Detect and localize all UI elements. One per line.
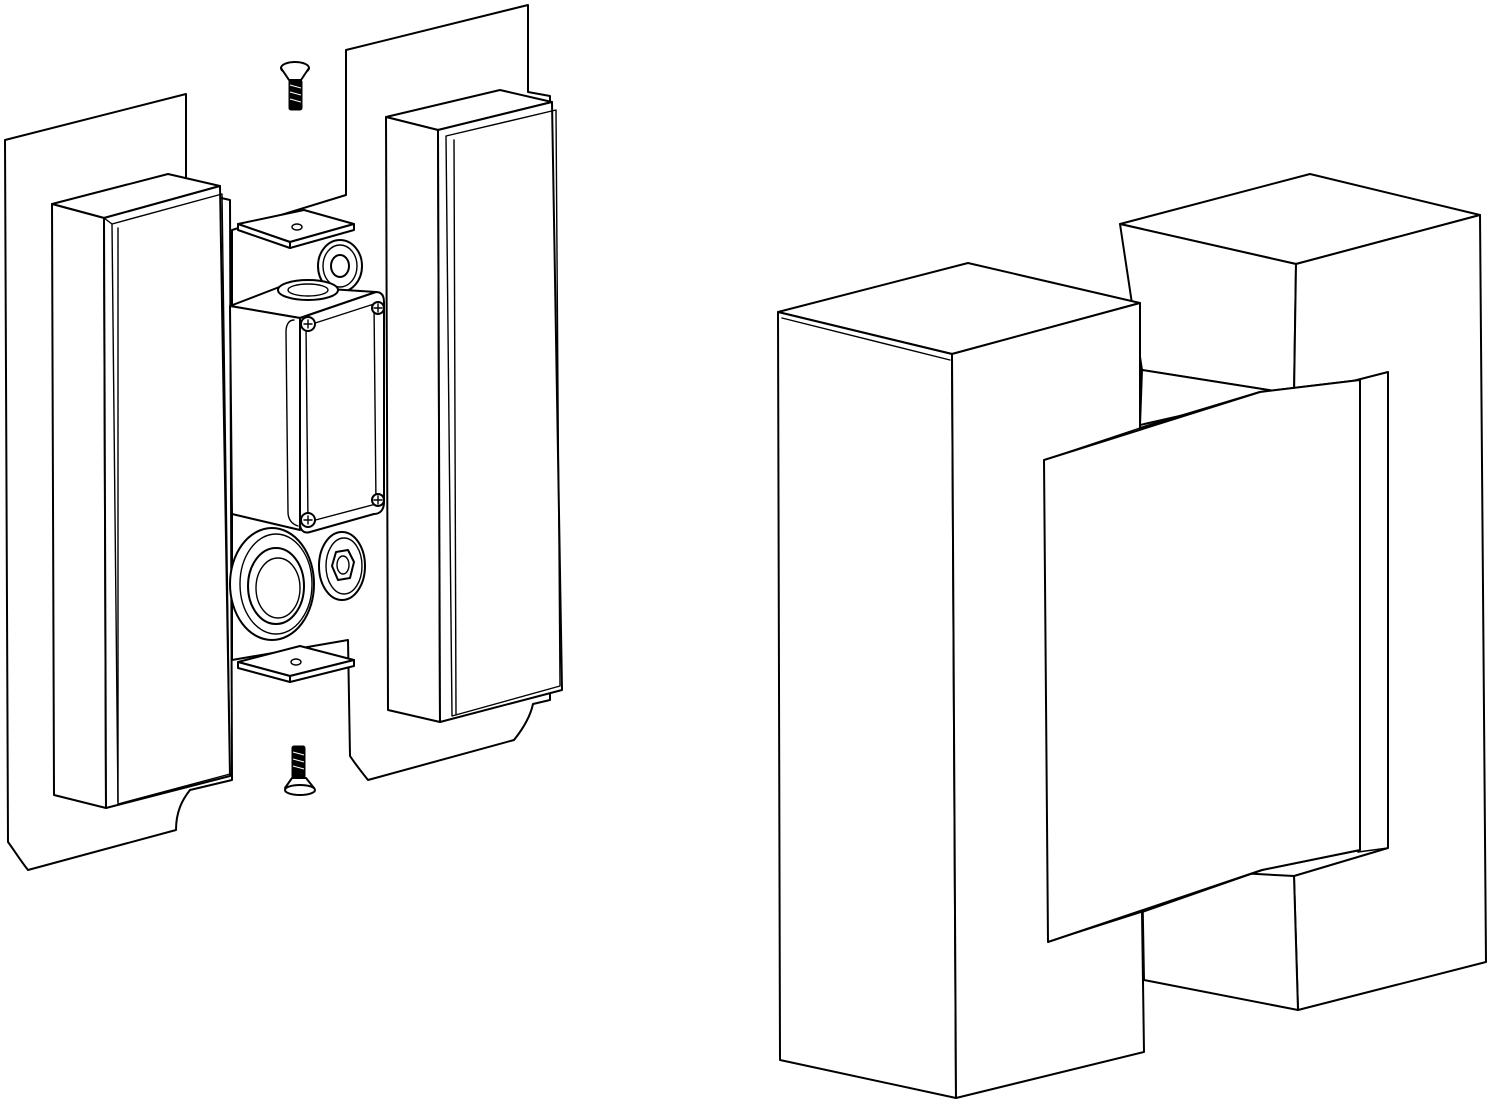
right-bar — [385, 89, 563, 723]
top-washer — [317, 239, 363, 293]
screw-bottom — [284, 745, 316, 796]
junction-box — [229, 279, 385, 534]
top-bracket — [237, 209, 355, 249]
rear-c-block — [1119, 173, 1487, 1011]
cable-gland-large — [229, 527, 315, 641]
left-bar — [51, 173, 231, 809]
cable-gland-small — [318, 531, 366, 601]
screw-top — [280, 61, 310, 111]
front-c-block — [777, 262, 1361, 1099]
bottom-bracket — [237, 645, 355, 683]
